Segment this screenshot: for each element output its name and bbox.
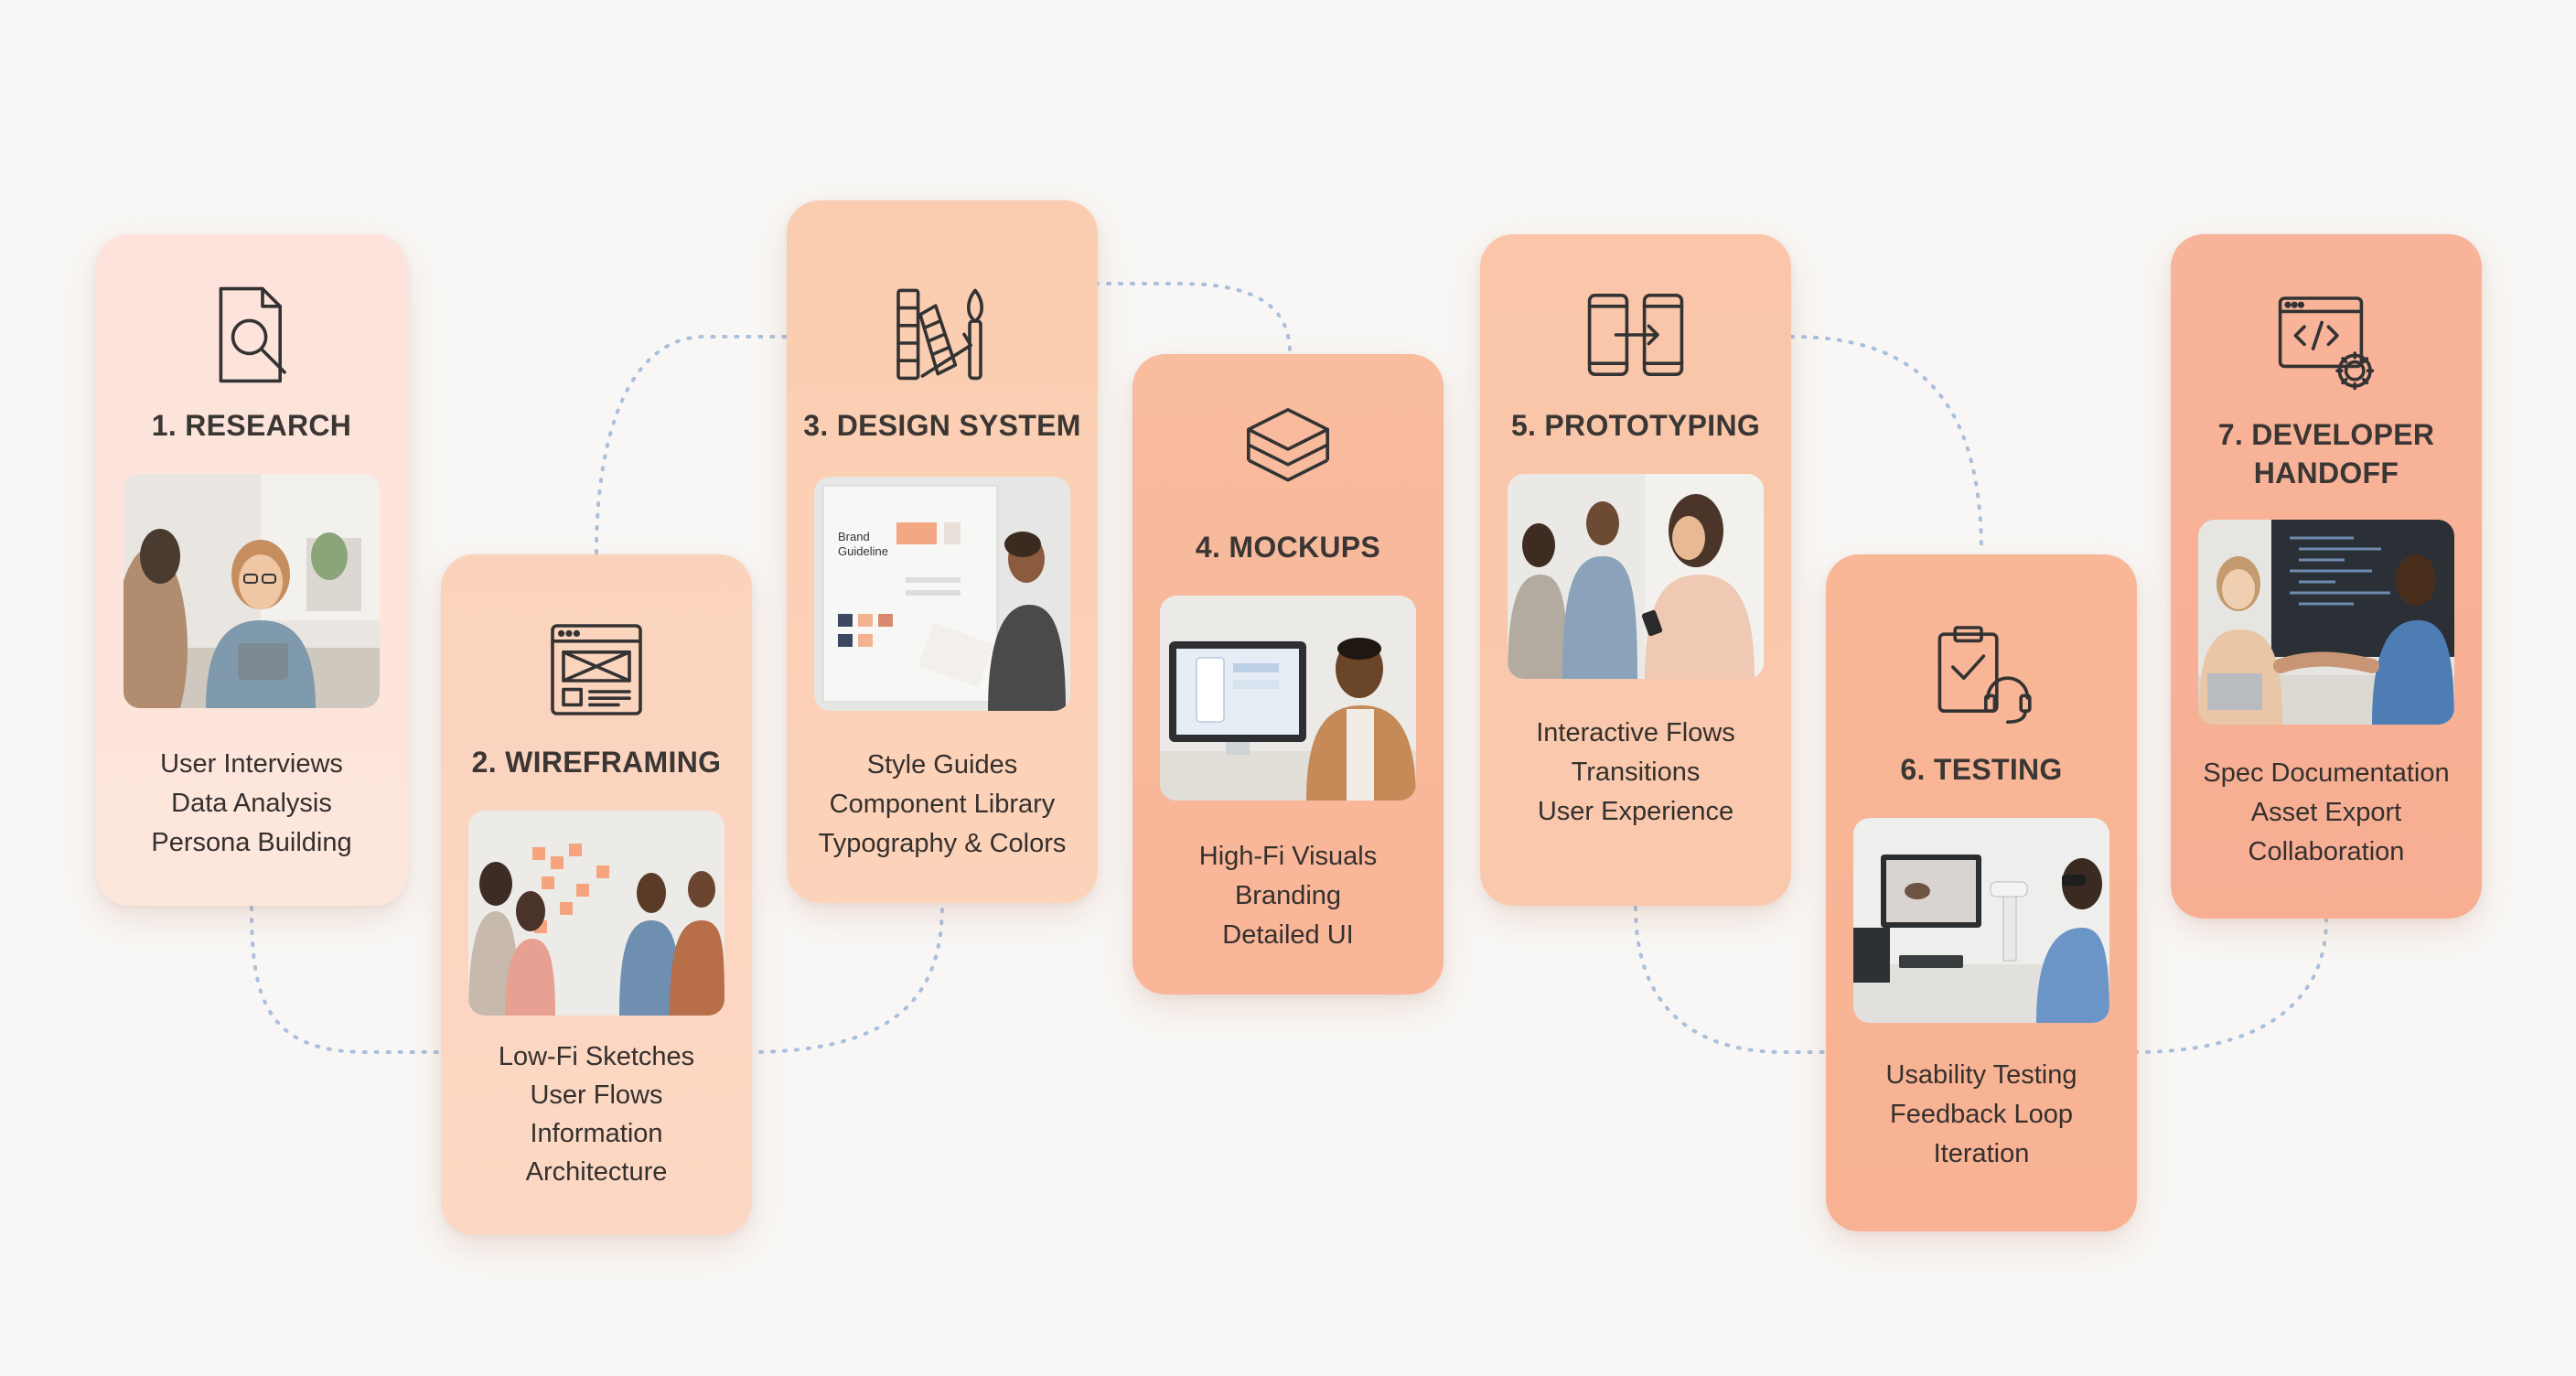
step-card-wireframing[interactable]: 2. WIREFRAMING Low-Fi — [441, 554, 752, 1235]
connector-1-2 — [250, 906, 445, 1054]
team-with-phone-photo — [1508, 474, 1764, 679]
detail-line: Persona Building — [151, 828, 352, 857]
handshake-photo — [2198, 520, 2454, 725]
detail-line: User Interviews — [160, 749, 343, 779]
step-card-design-system[interactable]: 3. DESIGN SYSTEM Brand Guideline Style G… — [787, 200, 1098, 903]
detail-line: Typography & Colors — [818, 829, 1067, 858]
wireframe-browser-icon — [542, 615, 651, 725]
document-magnifier-icon — [197, 280, 306, 390]
detail-line: Information — [530, 1119, 663, 1148]
detail-line: Interactive Flows — [1536, 718, 1735, 747]
step-title: 7. DEVELOPER HANDOFF — [2217, 418, 2435, 489]
detail-line: Branding — [1234, 881, 1342, 910]
detail-line: Feedback Loop — [1890, 1100, 2073, 1129]
detail-line: Iteration — [1933, 1139, 2030, 1168]
step-card-research[interactable]: 1. RESEARCH User Interviews Data Analysi… — [96, 234, 407, 906]
connector-2-3-right — [746, 902, 944, 1054]
detail-line: Asset Export — [2250, 798, 2402, 827]
detail-line: Usability Testing — [1885, 1060, 2077, 1090]
phones-arrow-icon — [1581, 280, 1690, 390]
detail-line: Data Analysis — [171, 789, 332, 818]
detail-line: User Flows — [530, 1080, 663, 1110]
designer-at-monitor-photo — [1160, 596, 1416, 801]
step-title: 5. PROTOTYPING — [1510, 409, 1761, 442]
detail-line: Architecture — [525, 1157, 668, 1187]
stacked-layers-icon — [1233, 394, 1343, 504]
connector-2-3-left — [595, 335, 790, 554]
connector-5-6-top — [1789, 335, 1983, 554]
eye-tracking-lab-photo — [1853, 818, 2109, 1023]
step-title: 1. RESEARCH — [151, 409, 352, 442]
detail-line: User Experience — [1537, 797, 1734, 826]
detail-line: Transitions — [1571, 758, 1701, 787]
step-card-mockups[interactable]: 4. MOCKUPS High-Fi Visuals Branding Deta… — [1132, 354, 1444, 994]
detail-line: Low-Fi Sketches — [498, 1042, 695, 1071]
detail-line: Style Guides — [866, 750, 1018, 779]
connector-3-4 — [1094, 282, 1292, 355]
sticky-notes-wall-photo — [468, 811, 724, 1016]
step-details: User Interviews Data Analysis Persona Bu… — [107, 745, 396, 863]
brand-guideline-board-photo: Brand Guideline — [814, 477, 1070, 711]
swatches-brush-icon — [887, 277, 997, 387]
detail-line: Detailed UI — [1222, 920, 1354, 950]
interview-photo — [123, 474, 380, 708]
detail-line: Collaboration — [2248, 837, 2405, 866]
detail-line: High-Fi Visuals — [1198, 842, 1378, 871]
code-window-gear-icon — [2271, 287, 2381, 397]
svg-text:Brand: Brand — [838, 530, 870, 543]
step-title: 4. MOCKUPS — [1195, 531, 1381, 564]
step-title: 2. WIREFRAMING — [471, 746, 722, 779]
svg-text:Guideline: Guideline — [838, 544, 888, 558]
step-details: High-Fi Visuals Branding Detailed UI — [1143, 837, 1433, 955]
step-details: Spec Documentation Asset Export Collabor… — [2182, 754, 2471, 872]
step-title: 3. DESIGN SYSTEM — [803, 409, 1081, 442]
connector-6-7 — [2133, 919, 2328, 1054]
step-card-testing[interactable]: 6. TESTING Usability Testing Feedback Lo… — [1826, 554, 2137, 1231]
step-details: Style Guides Component Library Typograph… — [798, 746, 1087, 864]
detail-line: Spec Documentation — [2203, 758, 2450, 788]
step-details: Interactive Flows Transitions User Exper… — [1491, 714, 1780, 832]
step-details: Low-Fi Sketches User Flows Information A… — [452, 1037, 741, 1191]
step-title: 6. TESTING — [1900, 753, 2063, 786]
step-card-prototyping[interactable]: 5. PROTOTYPING Interactive Flows Transit… — [1480, 234, 1791, 906]
detail-line: Component Library — [829, 790, 1056, 819]
step-card-developer-handoff[interactable]: 7. DEVELOPER HANDOFF Spec Documentation — [2171, 234, 2482, 919]
step-details: Usability Testing Feedback Loop Iteratio… — [1837, 1056, 2126, 1174]
connector-5-6 — [1634, 906, 1830, 1054]
clipboard-headset-icon — [1927, 617, 2036, 726]
